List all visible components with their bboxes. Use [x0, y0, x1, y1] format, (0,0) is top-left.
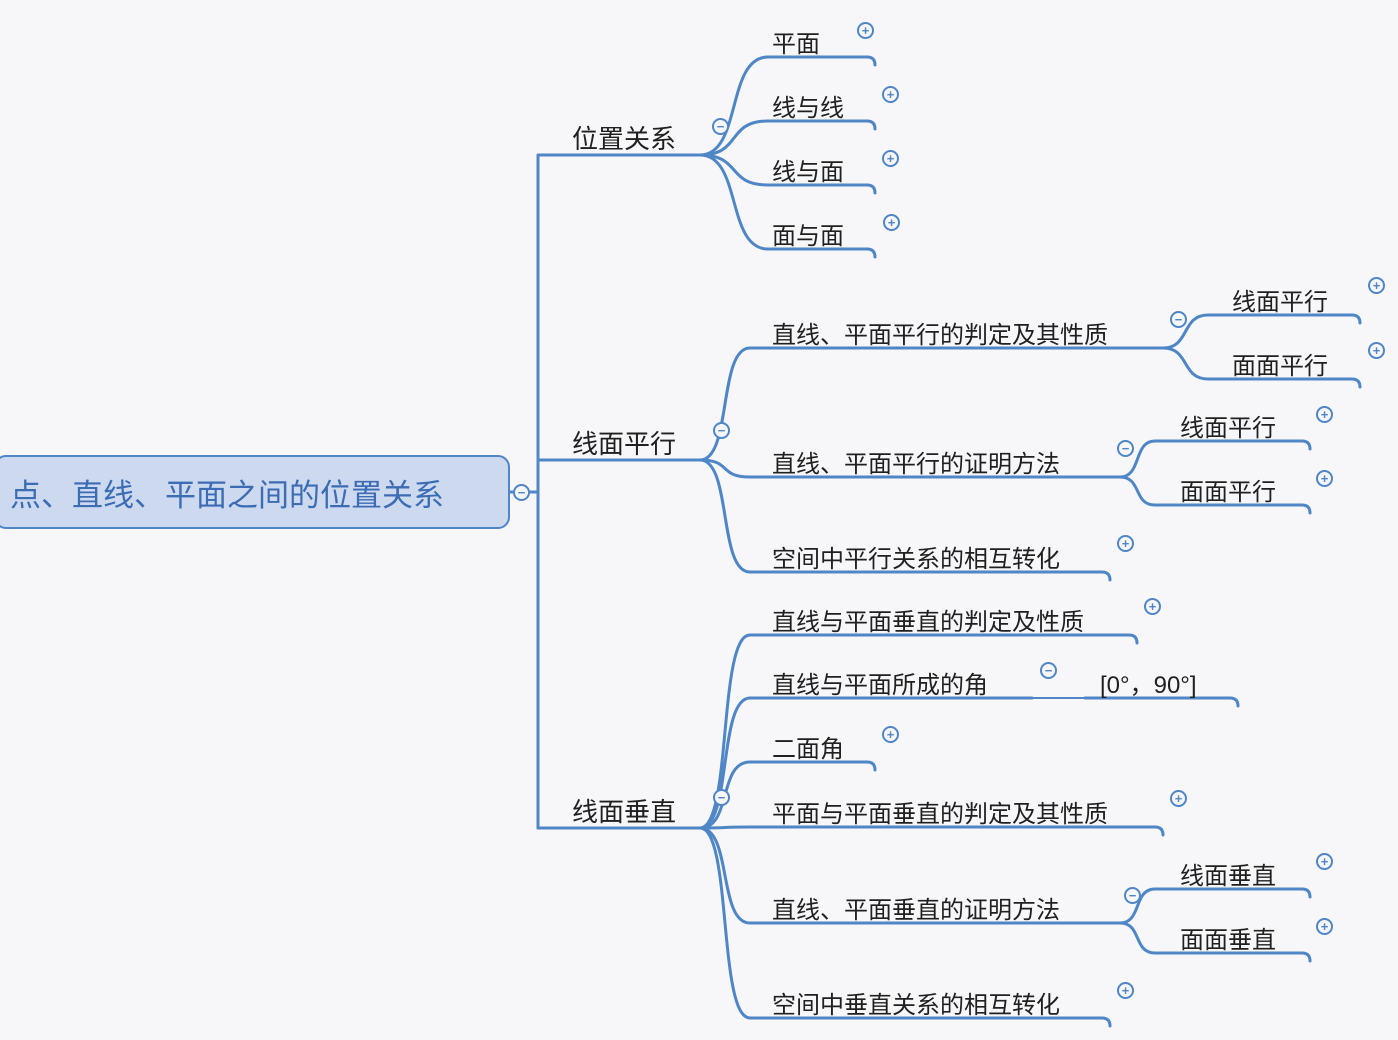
topic-parallel-determination-properties[interactable]: 直线、平面平行的判定及其性质 [772, 322, 1108, 349]
plus-toggle-icon[interactable]: + [882, 86, 899, 103]
topic-dihedral-angle[interactable]: 二面角 [772, 736, 844, 763]
topic-perpendicular-transformation[interactable]: 空间中垂直关系的相互转化 [772, 992, 1060, 1019]
plus-toggle-icon[interactable]: + [1117, 535, 1134, 552]
topic-parallel-proof-methods[interactable]: 直线、平面平行的证明方法 [772, 451, 1060, 478]
parent-underlines [748, 346, 1165, 925]
plus-toggle-icon[interactable]: + [1316, 918, 1333, 935]
plus-toggle-icon[interactable]: + [1368, 342, 1385, 359]
minus-toggle-icon[interactable]: − [1170, 311, 1187, 328]
plus-toggle-icon[interactable]: + [1144, 598, 1161, 615]
topic-plane-plane-perpendicular-determination[interactable]: 平面与平面垂直的判定及其性质 [772, 801, 1108, 828]
minus-toggle-icon[interactable]: − [1117, 440, 1134, 457]
topic-angle-range[interactable]: [0°，90°] [1100, 672, 1197, 699]
topic-line-and-line[interactable]: 线与线 [772, 95, 844, 122]
topic-line-and-plane[interactable]: 线与面 [772, 159, 844, 186]
topic-line-plane-perpendicular[interactable]: 线面垂直 [572, 797, 677, 827]
plus-toggle-icon[interactable]: + [1170, 790, 1187, 807]
minus-toggle-icon[interactable]: − [713, 789, 730, 806]
topic-line-plane-angle[interactable]: 直线与平面所成的角 [772, 672, 988, 699]
branch-curves [698, 55, 1210, 1020]
topic-parallel-det-line-plane[interactable]: 线面平行 [1232, 289, 1328, 316]
topic-parallel-proof-plane-plane[interactable]: 面面平行 [1180, 479, 1276, 506]
topic-perp-proof-plane-plane[interactable]: 面面垂直 [1180, 927, 1276, 954]
topic-perpendicular-proof-methods[interactable]: 直线、平面垂直的证明方法 [772, 897, 1060, 924]
topic-positional-relations[interactable]: 位置关系 [572, 124, 677, 154]
level1-underlines [536, 153, 702, 830]
minus-toggle-icon[interactable]: − [713, 422, 730, 439]
root-topic[interactable]: 点、直线、平面之间的位置关系 [0, 455, 510, 529]
plus-toggle-icon[interactable]: + [882, 150, 899, 167]
topic-perp-proof-line-plane[interactable]: 线面垂直 [1180, 863, 1276, 890]
plus-toggle-icon[interactable]: + [1316, 406, 1333, 423]
minus-toggle-icon[interactable]: − [712, 118, 729, 135]
plus-toggle-icon[interactable]: + [1368, 277, 1385, 294]
minus-toggle-icon[interactable]: − [513, 484, 530, 501]
topic-plane[interactable]: 平面 [772, 31, 820, 58]
plus-toggle-icon[interactable]: + [1316, 853, 1333, 870]
topic-perpendicular-determination-properties[interactable]: 直线与平面垂直的判定及性质 [772, 609, 1084, 636]
minus-toggle-icon[interactable]: − [1124, 887, 1141, 904]
plus-toggle-icon[interactable]: + [857, 22, 874, 39]
topic-parallel-transformation[interactable]: 空间中平行关系的相互转化 [772, 546, 1060, 573]
plus-toggle-icon[interactable]: + [882, 726, 899, 743]
leaf-underlines [748, 55, 1362, 1028]
minus-toggle-icon[interactable]: − [1040, 662, 1057, 679]
topic-line-plane-parallel[interactable]: 线面平行 [572, 429, 677, 459]
plus-toggle-icon[interactable]: + [1117, 982, 1134, 999]
plus-toggle-icon[interactable]: + [883, 214, 900, 231]
topic-parallel-proof-line-plane[interactable]: 线面平行 [1180, 415, 1276, 442]
topic-parallel-det-plane-plane[interactable]: 面面平行 [1232, 353, 1328, 380]
plus-toggle-icon[interactable]: + [1316, 470, 1333, 487]
topic-plane-and-plane[interactable]: 面与面 [772, 223, 844, 250]
